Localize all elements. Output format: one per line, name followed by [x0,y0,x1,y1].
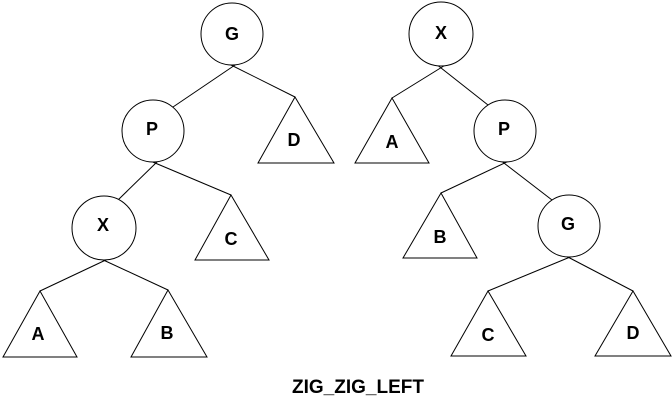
after-node-P-circle [473,99,537,163]
before-node-G-circle [200,2,264,66]
after-subtree-B-triangle [402,191,478,259]
after-edge-X-A [391,63,448,99]
after-node-G-circle [537,194,601,258]
before-node-G-label: G [225,24,239,44]
after-edge-P-B [440,159,512,194]
after-subtree-B-label: B [434,227,447,247]
after-node-X-label: X [435,23,447,43]
diagram-caption: ZIG_ZIG_LEFT [292,377,424,398]
after-edge-X-P [435,63,489,106]
after-subtree-D-label: D [627,323,640,343]
after-subtree-A-label: A [386,132,399,152]
after-subtree-A-triangle [354,96,430,164]
before-subtree-C-label: C [225,229,238,249]
before-edge-P-C [147,159,232,196]
after-node-P-label: P [498,119,510,139]
after-subtree-C-triangle [450,289,527,357]
before-edge-G-D [226,62,296,98]
before-subtree-B-label: B [161,323,174,343]
before-subtree-D-label: D [288,130,301,150]
before-node-P-circle [121,99,185,163]
after-edge-G-D [563,254,634,292]
after-subtree-D-triangle [594,290,672,357]
before-subtree-D-triangle [257,95,335,164]
before-subtree-A-label: A [32,324,45,344]
before-subtree-A-triangle [2,289,78,358]
before-subtree-C-triangle [194,193,270,261]
after-edge-G-C [487,254,576,292]
before-edge-X-B [98,257,169,291]
after-subtree-C-label: C [482,325,495,345]
before-edge-X-A [39,257,111,292]
after-node-G-label: G [561,214,575,234]
before-node-P-label: P [146,119,158,139]
before-edge-P-X [117,159,160,201]
after-edge-P-G [499,159,553,201]
before-edge-G-P [172,62,239,108]
before-node-X-label: X [97,215,109,235]
after-node-X-circle [408,1,474,67]
before-subtree-B-triangle [130,288,208,358]
before-node-X-circle [71,195,137,261]
